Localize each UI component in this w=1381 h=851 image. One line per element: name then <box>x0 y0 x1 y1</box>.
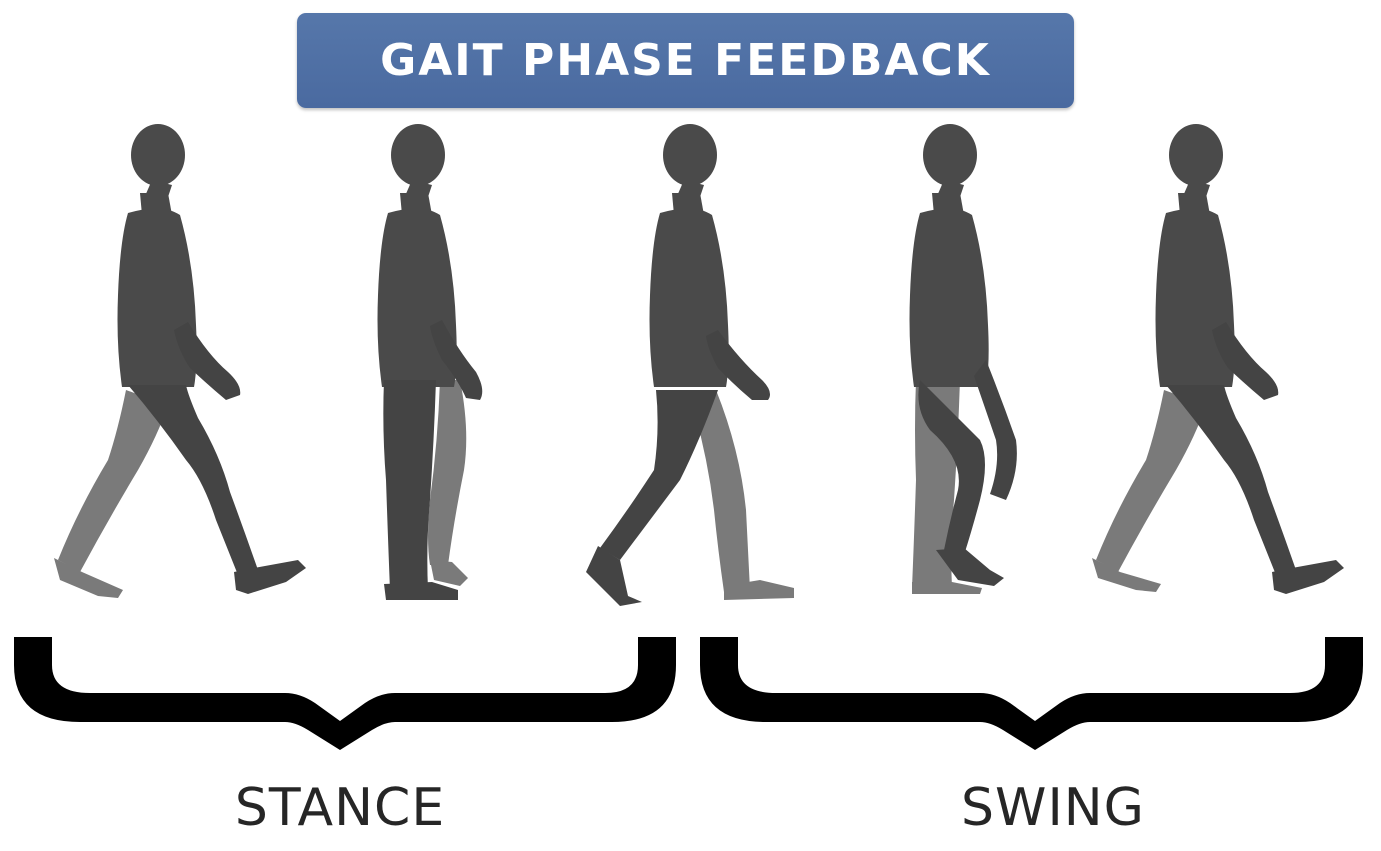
figure-1-heel-strike <box>54 124 306 598</box>
figure-3-toe-off <box>586 124 794 606</box>
figure-4-mid-swing <box>909 124 1017 594</box>
figure-2-mid-stance <box>377 124 483 600</box>
figure-5-terminal-swing <box>1092 124 1344 594</box>
title-text: GAIT PHASE FEEDBACK <box>380 35 991 86</box>
title-banner: GAIT PHASE FEEDBACK <box>297 13 1074 108</box>
swing-label: SWING <box>961 778 1145 838</box>
swing-brace <box>700 637 1363 750</box>
stance-brace <box>14 637 676 750</box>
stance-label: STANCE <box>234 778 446 838</box>
